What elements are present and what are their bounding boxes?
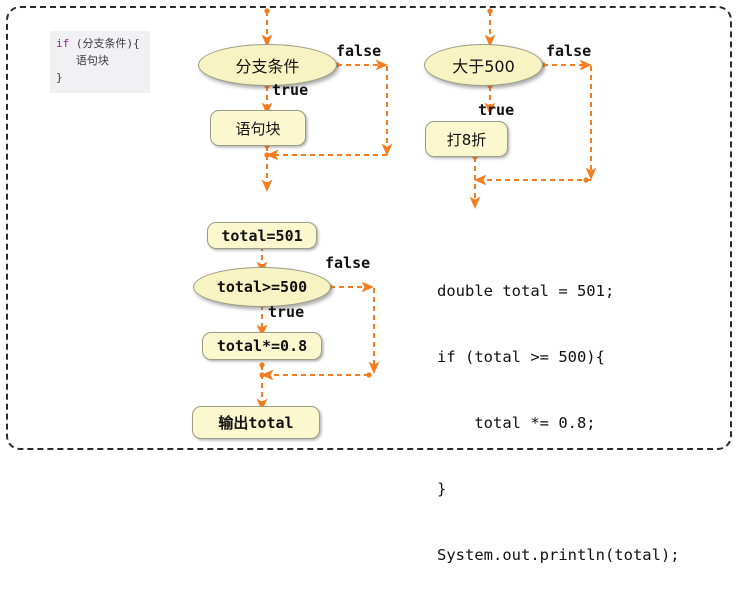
- pseudocode-keyword: if: [56, 37, 70, 50]
- edge-label-discount-true: true: [478, 101, 515, 119]
- node-generic-statement[interactable]: 语句块: [210, 110, 306, 146]
- node-init-total[interactable]: total=501: [207, 222, 317, 249]
- edge-label-concrete-true: true: [268, 303, 305, 321]
- outer-dashed-frame: [6, 6, 732, 450]
- java-code-line: total *= 0.8;: [437, 414, 596, 432]
- node-generic-decision[interactable]: 分支条件: [198, 44, 337, 86]
- node-discount-decision[interactable]: 大于500: [424, 44, 543, 86]
- edge-label-concrete-false: false: [325, 254, 371, 272]
- pseudocode-block: if (分支条件){ 语句块 }: [50, 31, 150, 93]
- node-concrete-statement[interactable]: total*=0.8: [202, 332, 322, 360]
- pseudocode-line-2: 语句块: [56, 54, 109, 67]
- edge-label-discount-false: false: [546, 42, 592, 60]
- node-init-total-label: total=501: [221, 226, 303, 245]
- edge-label-generic-true: true: [272, 81, 309, 99]
- node-concrete-decision[interactable]: total>=500: [193, 267, 331, 307]
- edge-label-generic-false: false: [336, 42, 382, 60]
- diagram-canvas: if (分支条件){ 语句块 } 分支条件 语句块 true false 大于5…: [6, 6, 732, 564]
- node-discount-decision-label: 大于500: [452, 57, 515, 76]
- java-code-line: double total = 501;: [437, 282, 615, 300]
- node-discount-statement-label: 打8折: [446, 130, 487, 149]
- node-generic-decision-label: 分支条件: [235, 57, 300, 76]
- node-concrete-decision-label: total>=500: [216, 278, 308, 296]
- pseudocode-line-1: if (分支条件){: [56, 37, 140, 50]
- pseudocode-line-3: }: [56, 71, 63, 84]
- node-generic-statement-label: 语句块: [235, 119, 281, 138]
- node-output-total[interactable]: 输出total: [192, 406, 320, 439]
- java-code-line: System.out.println(total);: [437, 546, 680, 564]
- java-code-line: if (total >= 500){: [437, 348, 605, 366]
- node-concrete-statement-label: total*=0.8: [216, 337, 308, 355]
- java-code-block: double total = 501; if (total >= 500){ t…: [437, 236, 737, 610]
- node-discount-statement[interactable]: 打8折: [425, 121, 508, 157]
- node-output-total-label: 输出total: [218, 414, 294, 432]
- java-code-line: }: [437, 480, 447, 498]
